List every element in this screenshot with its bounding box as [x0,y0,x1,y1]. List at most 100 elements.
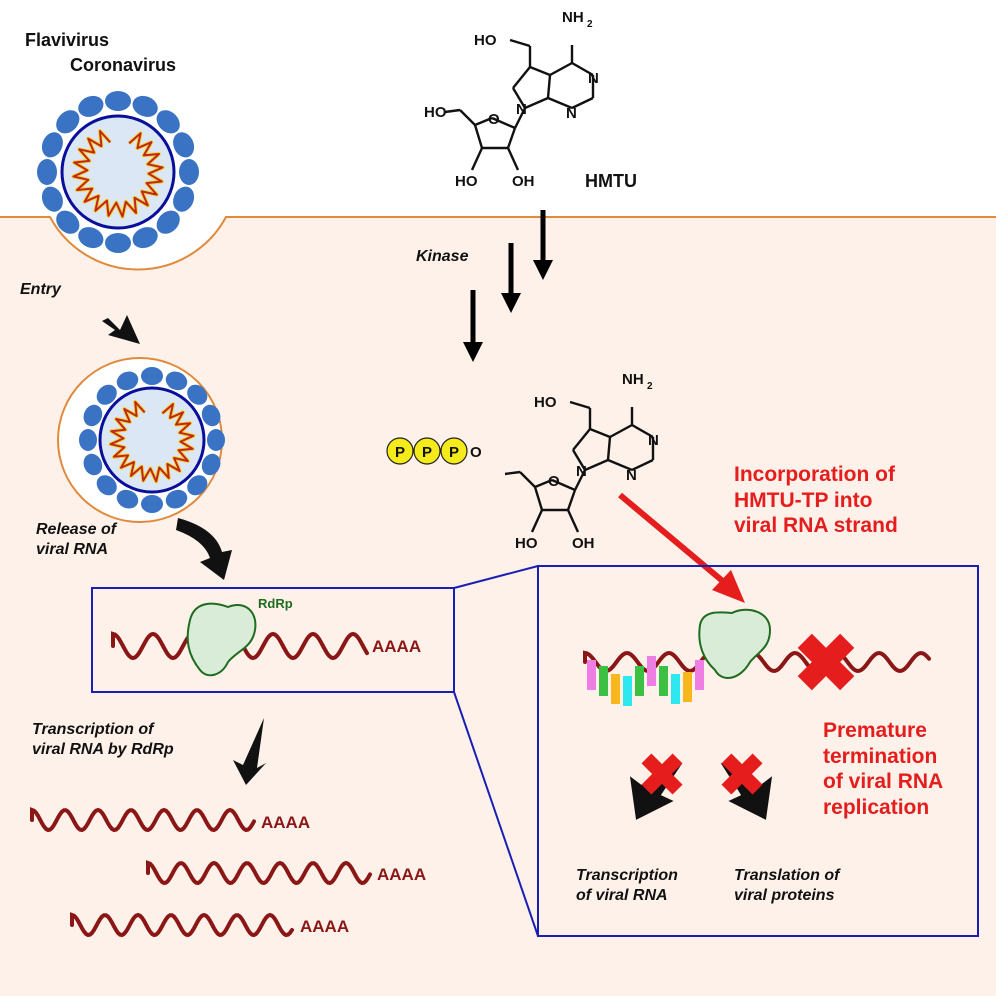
cell-cytoplasm [0,217,996,996]
chemical-bond [513,107,527,129]
ribose-3-hydroxyl-label: HO [455,173,478,190]
spike-protein [96,475,117,496]
spike-protein [141,367,163,385]
polya-label-1: AAAA [261,813,310,832]
release-arrow [176,518,232,580]
phosphate-circle [440,437,468,465]
incorporation-label: Incorporation of HMTU-TP into viral RNA … [734,463,898,538]
ring-oxygen-label: O [488,111,500,128]
spike-protein [78,95,104,117]
rna-strand-1 [30,807,256,833]
viral-genome [72,130,164,218]
blocked-translation-label: Translation of viral proteins [734,867,840,904]
phosphate-label: P [422,444,432,461]
premature-termination-label: Premature termination of viral RNA repli… [823,719,944,819]
chemical-bond [571,96,594,110]
spike-protein [156,110,180,134]
chemical-bond [589,427,611,439]
chemical-bond [551,478,576,492]
kinase-label: Kinase [416,248,469,265]
chemical-bond [491,116,516,130]
chemical-bond [511,87,527,109]
spike-protein [179,159,199,185]
chemical-bond [631,458,654,472]
chemical-bond [631,423,654,439]
polya-label-3: AAAA [300,917,349,936]
chemical-bond [530,509,544,533]
spike-protein [187,384,208,405]
hmtu-label: HMTU [585,171,637,191]
chemical-bond [573,469,587,491]
blocked-translation-arrow [720,753,773,820]
spike-protein [187,475,208,496]
chemical-bond [571,449,587,471]
nucleotide-bar [683,672,692,702]
chemical-bond [459,109,476,126]
hydroxymethyl-label: HO [534,394,557,411]
incorporated-nucleotides [587,656,704,706]
chemical-bond [524,96,549,110]
chemical-bond [607,458,633,472]
ring-nitrogen-label: N [576,463,587,480]
hydroxymethyl-label: HO [474,32,497,49]
amine-label: NH [622,371,644,388]
chemical-bond [474,116,493,127]
kinase-arrows [463,210,553,362]
spike-protein [56,110,80,134]
ring-nitrogen-label: N [588,70,599,87]
amine-label: NH [562,9,584,26]
chemical-bond [512,66,531,89]
chemical-bond [572,428,591,451]
chemical-bond [504,470,521,476]
ring-nitrogen-label: N [566,105,577,122]
spike-protein [201,404,221,427]
ring-nitrogen-label: N [516,101,527,118]
ribose-5-hydroxyl-label: HO [424,104,447,121]
amine-subscript: 2 [587,19,593,30]
chemical-bond [606,436,612,461]
spike-protein [41,186,63,212]
spike-protein [156,210,180,234]
spike-protein [79,429,97,451]
spike-protein [173,186,195,212]
entry-label: Entry [20,281,61,298]
blocked-transcription-arrow [629,753,683,820]
chemical-bond [444,108,461,114]
nucleotide-bar [647,656,656,686]
ribose-2-hydroxyl-label: OH [512,173,535,190]
nucleotide-bar [623,676,632,706]
virus-particle-extracellular [37,91,199,253]
spike-protein [165,371,188,391]
chemical-bond [533,486,544,511]
chemical-bond [609,423,633,439]
chemical-bond [470,147,484,171]
polya-label-2: AAAA [377,865,426,884]
nucleotide-bar [635,666,644,696]
rdrp-replication-box [91,587,455,693]
spike-protein [78,227,104,249]
chemical-bond [506,127,517,149]
spike-protein [201,453,221,476]
ribose-3-hydroxyl-label: HO [515,535,538,552]
nucleotide-bar [587,660,596,690]
chemical-bond [566,509,580,533]
spike-protein [207,429,225,451]
phosphate-circle [413,437,441,465]
rna-strand-2 [146,860,372,886]
transcription-by-rdrp-label: Transcription of viral RNA by RdRp [32,721,174,758]
viral-genome [109,400,195,483]
spike-protein [173,132,195,158]
virus-particle-endosome [79,367,225,513]
spike-protein [132,95,158,117]
spike-protein [41,132,63,158]
release-label: Release of viral RNA [36,521,117,558]
chemical-bond [569,400,591,410]
spike-protein [105,233,131,253]
chemical-bond [529,65,551,77]
ribose-2-hydroxyl-label: OH [572,535,595,552]
